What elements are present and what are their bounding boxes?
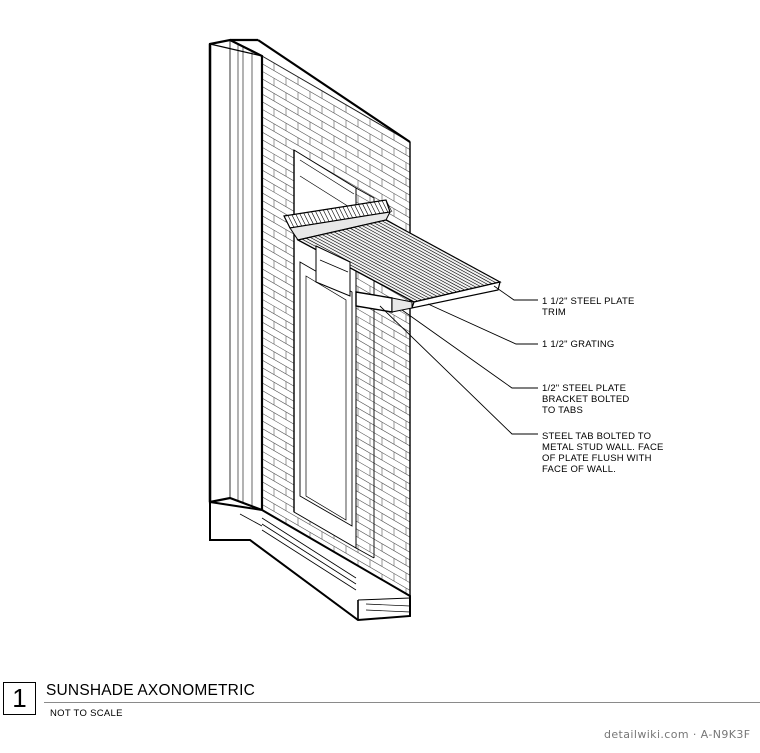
callout-steel-tab: STEEL TAB BOLTED TO METAL STUD WALL. FAC… bbox=[542, 431, 664, 475]
watermark: detailwiki.com · A-N9K3F bbox=[604, 728, 751, 741]
leader-lines bbox=[379, 285, 538, 435]
bracket-and-tab bbox=[315, 245, 413, 313]
callout-grating: 1 1/2" GRATING bbox=[542, 339, 615, 350]
callout-bracket: 1/2" STEEL PLATE BRACKET BOLTED TO TABS bbox=[542, 383, 630, 416]
scale-note: NOT TO SCALE bbox=[50, 708, 123, 719]
detail-number: 1 bbox=[3, 682, 36, 715]
sill-base bbox=[209, 500, 411, 622]
axonometric-drawing bbox=[208, 38, 538, 622]
title-underline bbox=[44, 702, 760, 703]
callout-steel-plate-trim: 1 1/2" STEEL PLATE TRIM bbox=[542, 296, 635, 318]
sunshade-grating bbox=[296, 219, 502, 309]
detail-title: SUNSHADE AXONOMETRIC bbox=[46, 682, 255, 699]
